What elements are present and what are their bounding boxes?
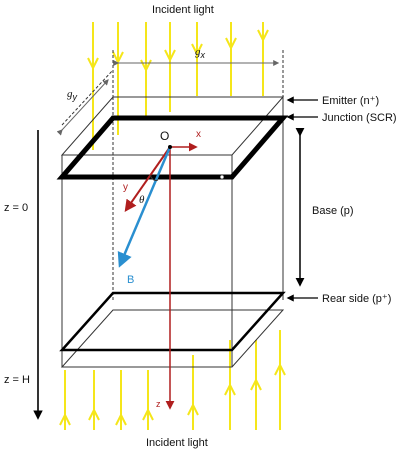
emitter-label: Emitter (n⁺) [322,95,379,107]
z-axis-label: z [156,399,161,409]
b-vector [117,146,172,268]
rear-side-label: Rear side (p⁺) [322,293,391,305]
junction-label: Junction (SCR) [322,112,397,124]
x-axis-label: x [196,129,201,140]
incident-light-bottom-label: Incident light [146,437,208,449]
incident-light-top [87,22,269,150]
rear-side-plane [59,291,286,352]
origin-point [168,145,172,149]
z-zero-label: z = 0 [4,202,28,214]
junction-plane [56,115,289,180]
incident-light-bottom [59,330,286,430]
b-label: B [127,274,134,286]
cell-box [60,96,285,368]
label-arrows [286,96,318,302]
theta-arc [149,174,159,181]
origin-label: O [160,129,169,143]
z-h-label: z = H [4,374,30,386]
y-axis-line [124,146,171,212]
gy-dimension: gy [56,79,109,136]
y-axis-label: y [123,182,128,193]
gx-label: gx [195,46,206,60]
dimension-guides [61,50,284,126]
base-label: Base (p) [312,205,354,217]
incident-light-top-label: Incident light [152,4,214,16]
theta-label: θ [139,194,145,206]
gy-label: gy [67,88,78,102]
gx-dimension: gx [113,46,280,66]
junction-marker [219,174,225,180]
